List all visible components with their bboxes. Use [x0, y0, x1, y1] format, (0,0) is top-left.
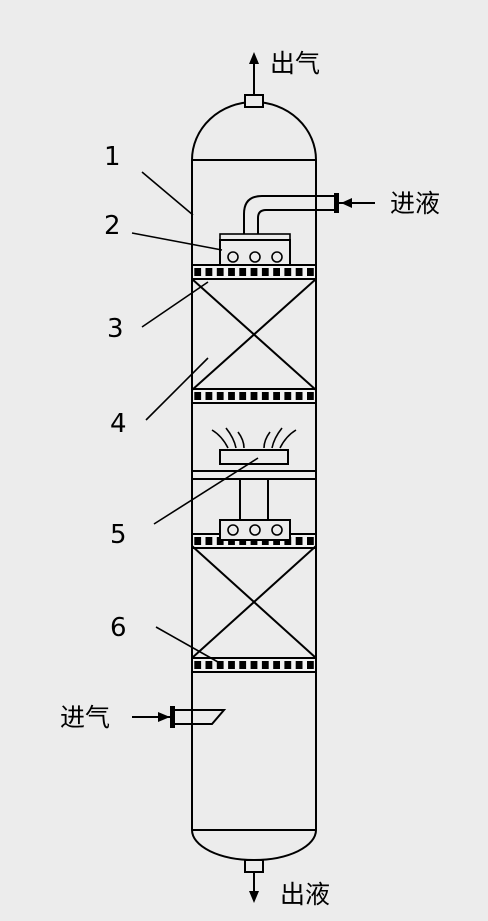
support-tray-1	[191, 264, 317, 280]
liquid-redistributor	[192, 427, 316, 541]
leader-lines	[131, 171, 259, 663]
gas-inlet-nozzle	[132, 706, 227, 728]
top-liquid-distributor	[219, 233, 291, 267]
gas-in-label: 进气	[60, 703, 110, 732]
leader-4	[145, 357, 209, 421]
label-6: 6	[110, 613, 127, 643]
leader-2	[131, 232, 223, 251]
label-4: 4	[110, 409, 127, 439]
liquid-outlet-nozzle	[244, 859, 264, 903]
leader-6	[155, 626, 219, 663]
liquid-out-label: 出液	[280, 880, 330, 909]
liquid-in-label: 进液	[390, 189, 440, 218]
gas-outlet-nozzle	[244, 52, 264, 108]
gas-out-label: 出气	[270, 49, 320, 78]
leader-5	[153, 457, 259, 525]
column-shell	[191, 101, 317, 861]
support-trays	[191, 264, 317, 673]
label-3: 3	[107, 314, 124, 344]
leader-1	[141, 171, 194, 216]
part-number-labels: 1 2 3 4 5 6	[104, 142, 127, 643]
label-5: 5	[110, 520, 127, 550]
upper-packing-bed	[191, 278, 317, 391]
lower-packing-bed	[191, 545, 317, 659]
leader-3	[141, 281, 209, 328]
label-2: 2	[104, 211, 121, 241]
liquid-inlet-pipe	[243, 193, 375, 234]
support-tray-2	[191, 388, 317, 404]
support-tray-4	[191, 657, 317, 673]
stream-labels: 出气 进液 进气 出液	[60, 49, 440, 909]
label-1: 1	[104, 142, 121, 172]
